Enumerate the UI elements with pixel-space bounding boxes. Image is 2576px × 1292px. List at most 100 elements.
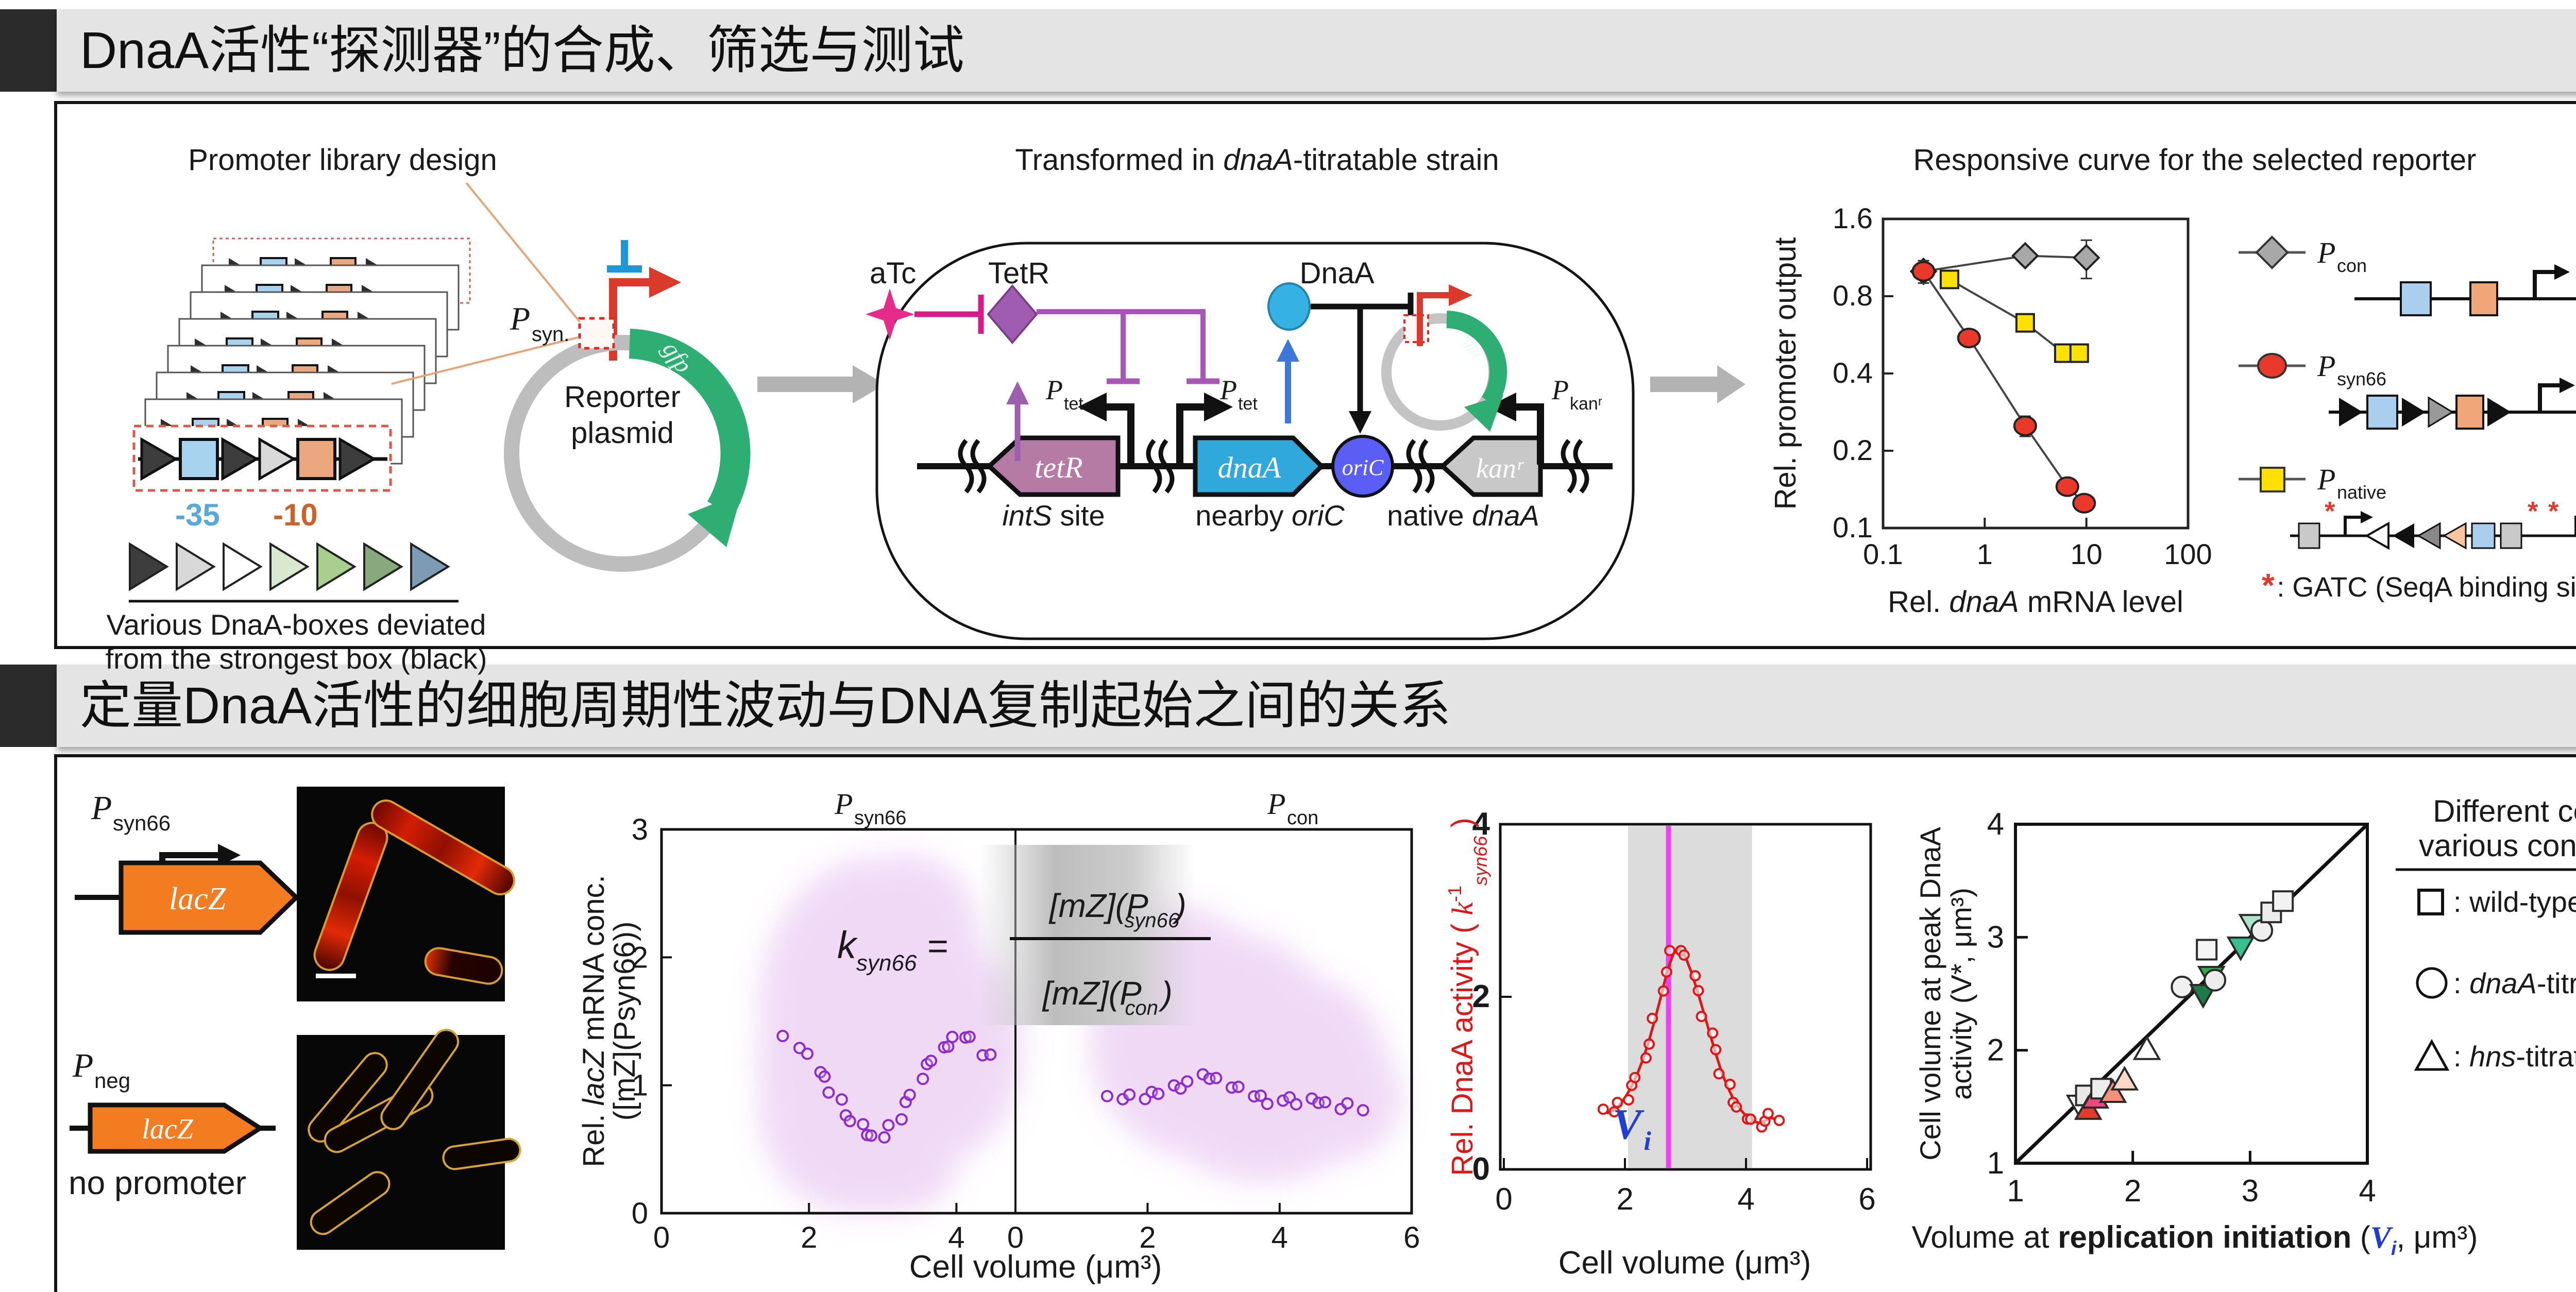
curve-legend: P con gfp P syn66 <box>2239 235 2576 604</box>
svg-text:0.1: 0.1 <box>1863 538 1903 570</box>
init-ylabel-line2: activity (V*, μm³) <box>1945 888 1977 1100</box>
library-heading: Promoter library design <box>188 143 497 177</box>
svg-text:2: 2 <box>801 1221 817 1254</box>
init-legend-title1: Different cells in <box>2433 794 2576 828</box>
svg-text:[mZ](P con ): [mZ](P con ) <box>1042 975 1173 1019</box>
ptet-left-arrow <box>1078 393 1134 465</box>
tetr-repression-lines <box>1037 309 1219 384</box>
genome-break-marks <box>958 439 1589 494</box>
svg-text:2: 2 <box>1472 979 1490 1014</box>
svg-text:4: 4 <box>2359 1174 2376 1208</box>
curve-ylabel: Rel. promoter output <box>1769 237 1802 510</box>
section2-title-bar: 定量DnaA活性的细胞周期性波动与DNA复制起始之间的关系 <box>57 665 2576 747</box>
ptet-right-label: P tet <box>1219 375 1258 414</box>
micrograph-psyn66 <box>297 787 515 1001</box>
mrna-ylabel-line2: ([mZ](Psyn66)) <box>608 922 641 1121</box>
vi-marker-label: V i <box>1613 1100 1651 1156</box>
svg-text:[mZ](P syn66 ): [mZ](P syn66 ) <box>1048 887 1187 932</box>
curve-heading: Responsive curve for the selected report… <box>1913 143 2477 177</box>
svg-text:1.6: 1.6 <box>1833 202 1873 234</box>
legend-hns-label: : hns-titratable <box>2453 1040 2576 1073</box>
mrna-ylabel-line1: Rel. lacZ mRNA conc. <box>577 875 611 1167</box>
svg-text:2: 2 <box>1987 1033 2004 1067</box>
ptet-left-label: P tet <box>1045 375 1083 414</box>
lacz-gene-2 <box>88 1102 265 1154</box>
locus-ints: intS site <box>1002 499 1105 532</box>
lacz-label-2: lacZ <box>142 1113 193 1145</box>
svg-text:100: 100 <box>2164 538 2212 570</box>
oric-site <box>1331 435 1394 498</box>
tetr-expression-arrow <box>1006 381 1029 461</box>
psyn66-label: P syn66 <box>91 789 171 835</box>
ksyn66-formula: k syn66 = [mZ](P syn66 ) [mZ](P con ) <box>837 887 1211 1019</box>
plasmid-label-2: plasmid <box>571 416 674 450</box>
minus35-label: -35 <box>175 498 220 532</box>
plasmid-label-1: Reporter <box>564 380 681 414</box>
connector-line-top <box>465 182 582 325</box>
legend-wildtype-label: : wild-type <box>2453 886 2576 918</box>
legend-pcon-marker <box>2255 235 2289 269</box>
svg-text:*: * <box>2325 497 2335 526</box>
scale-bar <box>316 974 356 978</box>
svg-text:*: * <box>2528 497 2538 526</box>
svg-text:0.1: 0.1 <box>1833 511 1873 543</box>
svg-text:3: 3 <box>2242 1174 2259 1208</box>
svg-text:2: 2 <box>1616 1182 1633 1216</box>
svg-text:1: 1 <box>1977 538 1993 570</box>
tetr-protein-icon <box>987 284 1038 345</box>
title1-left-edge <box>0 9 57 92</box>
activity-ylabel: Rel. DnaA activity ( k-1syn66 ) <box>1444 818 1491 1176</box>
gene-dnaa <box>1193 435 1325 497</box>
mrna-xlabel: Cell volume (μm³) <box>909 1249 1162 1285</box>
init-legend-title2: various conditions <box>2419 828 2576 863</box>
section1-title: DnaA活性“探测器”的合成、筛选与测试 <box>80 22 964 79</box>
dnaa-protein-label: DnaA <box>1299 257 1374 290</box>
svg-text:3: 3 <box>1987 920 2004 954</box>
dnaa-protein-icon <box>1267 282 1311 331</box>
library-caption-2: from the strongest box (black) <box>106 642 487 675</box>
minus10-label: -10 <box>273 498 318 532</box>
locus-native-dnaa: native dnaA <box>1387 499 1539 532</box>
lacz-label-1: lacZ <box>169 881 226 916</box>
library-caption-1: Various DnaA-boxes deviated <box>107 608 486 641</box>
svg-text:4: 4 <box>1737 1182 1754 1216</box>
atc-label: aTc <box>870 257 916 290</box>
svg-text:k syn66 =: k syn66 = <box>837 924 948 976</box>
svg-text:4: 4 <box>1472 806 1490 842</box>
legend-triangle-icon <box>2414 1039 2450 1071</box>
dnaa-box-triangle-row <box>129 542 450 591</box>
svg-text:3: 3 <box>632 813 648 846</box>
inhibition-t-icon <box>607 240 642 273</box>
section1-title-bar: DnaA活性“探测器”的合成、筛选与测试 <box>57 9 2576 92</box>
pcon-construct-diagram: gfp <box>2354 264 2576 316</box>
pkan-label: P kanʳ <box>1551 375 1602 414</box>
svg-text:0: 0 <box>1472 1151 1490 1187</box>
svg-text:0: 0 <box>1495 1182 1512 1216</box>
svg-text:0: 0 <box>1007 1221 1024 1254</box>
svg-text:0: 0 <box>632 1197 648 1230</box>
promoter-card-stack <box>132 237 471 492</box>
legend-dnaa-label: : dnaA-titratable <box>2453 967 2576 999</box>
mrna-right-panel-title: P con <box>1267 787 1318 829</box>
tetr-protein-label: TetR <box>988 257 1049 290</box>
dnaa-activity-chart: 0 2 4 6 0 2 4 <box>1472 806 1876 1216</box>
psyn66-construct-diagram: gfp <box>2329 378 2576 430</box>
curve-xlabel: Rel. dnaA mRNA level <box>1888 585 2183 619</box>
svg-text:0.2: 0.2 <box>1833 434 1873 466</box>
dnaa-regulation-lines <box>1311 293 1414 434</box>
svg-text:6: 6 <box>1858 1182 1875 1216</box>
gfp-arc-head <box>688 492 742 547</box>
panel-responsive-curve: Responsive curve for the selected report… <box>1769 143 2576 619</box>
gene-tetr-label: tetR <box>1035 451 1082 484</box>
svg-text:4: 4 <box>1272 1221 1288 1254</box>
mini-reporter-plasmid: gfp <box>1381 284 1507 432</box>
init-xlabel: Volume at replication initiation (Vi, μm… <box>1912 1220 2478 1260</box>
svg-text:2: 2 <box>632 941 648 974</box>
section2-title: 定量DnaA活性的细胞周期性波动与DNA复制起始之间的关系 <box>80 677 1451 735</box>
legend-square-icon <box>2417 889 2444 915</box>
init-ylabel-line1: Cell volume at peak DnaA <box>1914 827 1946 1161</box>
